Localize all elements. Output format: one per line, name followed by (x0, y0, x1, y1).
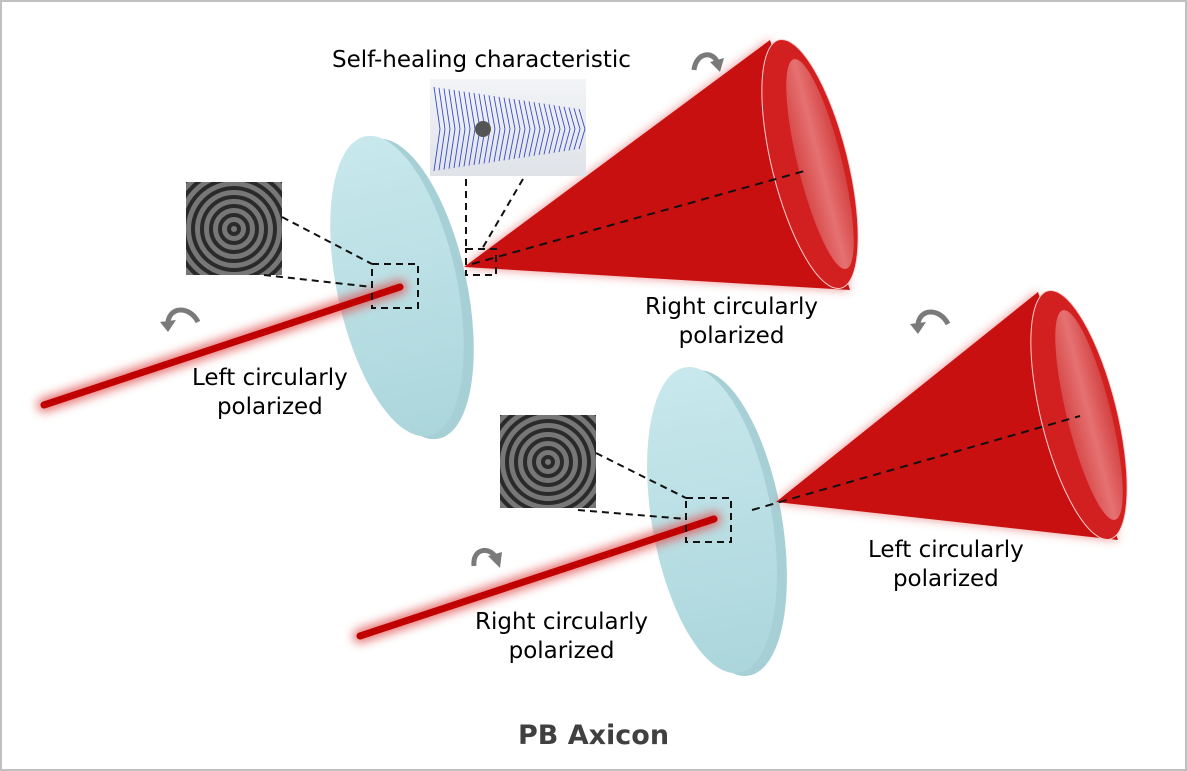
top-ring-pattern-inset (186, 182, 282, 275)
wavefront-line (513, 99, 521, 130)
top-cone-axis (471, 169, 809, 265)
wavefront-line (508, 128, 516, 160)
interference-ring (191, 186, 277, 272)
bottom-input-polarization-label: Right circularly polarized (475, 608, 648, 666)
wavefront-line (433, 86, 441, 130)
wavefront-line (568, 107, 576, 130)
label-line-1: Left circularly (192, 365, 348, 391)
wavefront-line (563, 128, 571, 152)
wavefront-line (558, 128, 566, 153)
wavefront-line (533, 102, 541, 130)
wavefront-line (443, 128, 451, 170)
wavefront-line (568, 128, 576, 151)
wavefront-line (523, 128, 531, 158)
wavefront-line (563, 106, 571, 130)
label-line-2: polarized (892, 566, 999, 592)
wavefront-line (468, 92, 476, 130)
wavefront-line (438, 87, 446, 130)
interference-ring (209, 204, 259, 254)
wavefront-line (543, 128, 551, 155)
wavefront-line (493, 96, 501, 130)
interference-ring (532, 446, 564, 478)
bottom-zoom-box (577, 452, 732, 543)
wavefront-line (448, 89, 456, 130)
label-line-2: polarized (508, 638, 615, 664)
wavefront-line (528, 101, 536, 130)
interference-ring (523, 437, 573, 487)
label-line-1: Left circularly (868, 537, 1024, 563)
wavefront-line (463, 128, 471, 167)
wavefront-line (463, 91, 471, 130)
wavefront-line (453, 89, 461, 130)
wavefront-line (458, 90, 466, 130)
counterclockwise-arrow-icon (165, 307, 201, 324)
wavefront-line (538, 128, 546, 156)
wavefront-line (488, 128, 496, 163)
wavefront-line (498, 128, 506, 162)
label-line-1: Right circularly (475, 609, 649, 635)
wavefront-line (578, 108, 586, 130)
wavefront-line (538, 102, 546, 130)
wavefront-line (518, 128, 526, 159)
wavefront-line (488, 95, 496, 130)
wavefront-line (508, 98, 516, 130)
bottom-ring-pattern-inset (500, 415, 596, 508)
wavefront-line (493, 128, 501, 162)
wavefront-line (448, 128, 456, 169)
bottom-input-beam (353, 512, 721, 643)
bottom-cone-axis (751, 415, 1081, 511)
interference-ring (218, 213, 250, 245)
clockwise-arrowhead (488, 552, 502, 568)
self-healing-inset (430, 79, 586, 176)
diagram-title: PB Axicon (517, 720, 670, 751)
wavefront-line (573, 128, 581, 150)
bottom-output-polarization-label: Left circularly polarized (868, 536, 1024, 594)
wavefront-line (483, 128, 491, 164)
label-line-1: Right circularly (645, 294, 819, 320)
wavefront-line (433, 128, 441, 172)
wavefront-line (543, 103, 551, 130)
wavefront-line (578, 128, 586, 150)
wavefront-line (503, 128, 511, 161)
top-input-polarization-label: Left circularly polarized (192, 364, 348, 422)
counterclockwise-arrow-icon (915, 309, 951, 326)
label-line-2: polarized (678, 323, 785, 349)
bottom-output-cone (751, 289, 1128, 541)
wavefront-line (553, 105, 561, 130)
self-healing-zoom-box (465, 178, 524, 276)
wavefront-line (513, 128, 521, 159)
wavefront-line (483, 94, 491, 130)
wavefront-line (548, 104, 556, 130)
self-healing-label: Self-healing characteristic (332, 47, 631, 73)
wavefront-line (468, 128, 476, 166)
wavefront-line (553, 128, 561, 153)
counterclockwise-arrowhead (160, 320, 176, 332)
wavefront-line (558, 105, 566, 130)
wavefront-line (443, 88, 451, 130)
wavefront-line (458, 128, 466, 168)
clockwise-arrowhead (710, 58, 724, 72)
wavefront-line (528, 128, 536, 157)
wavefront-line (438, 128, 446, 171)
wavefront-line (518, 99, 526, 130)
label-line-2: polarized (216, 394, 323, 420)
wavefront-line (453, 128, 461, 169)
interference-ring (541, 455, 555, 469)
interference-ring (514, 428, 582, 496)
wavefront-line (503, 97, 511, 130)
interference-ring (200, 195, 268, 263)
wavefront-line (498, 96, 506, 130)
interference-ring (227, 222, 241, 236)
top-input-beam (37, 280, 407, 412)
top-output-polarization-label: Right circularly polarized (645, 293, 818, 351)
wavefront-line (548, 128, 556, 154)
wavefront-line (523, 100, 531, 130)
wavefront-line (573, 108, 581, 130)
top-zoom-box (263, 216, 419, 309)
counterclockwise-arrowhead (910, 322, 926, 334)
top-output-cone (464, 38, 859, 290)
wavefront-line (533, 128, 541, 156)
interference-ring (505, 419, 591, 505)
